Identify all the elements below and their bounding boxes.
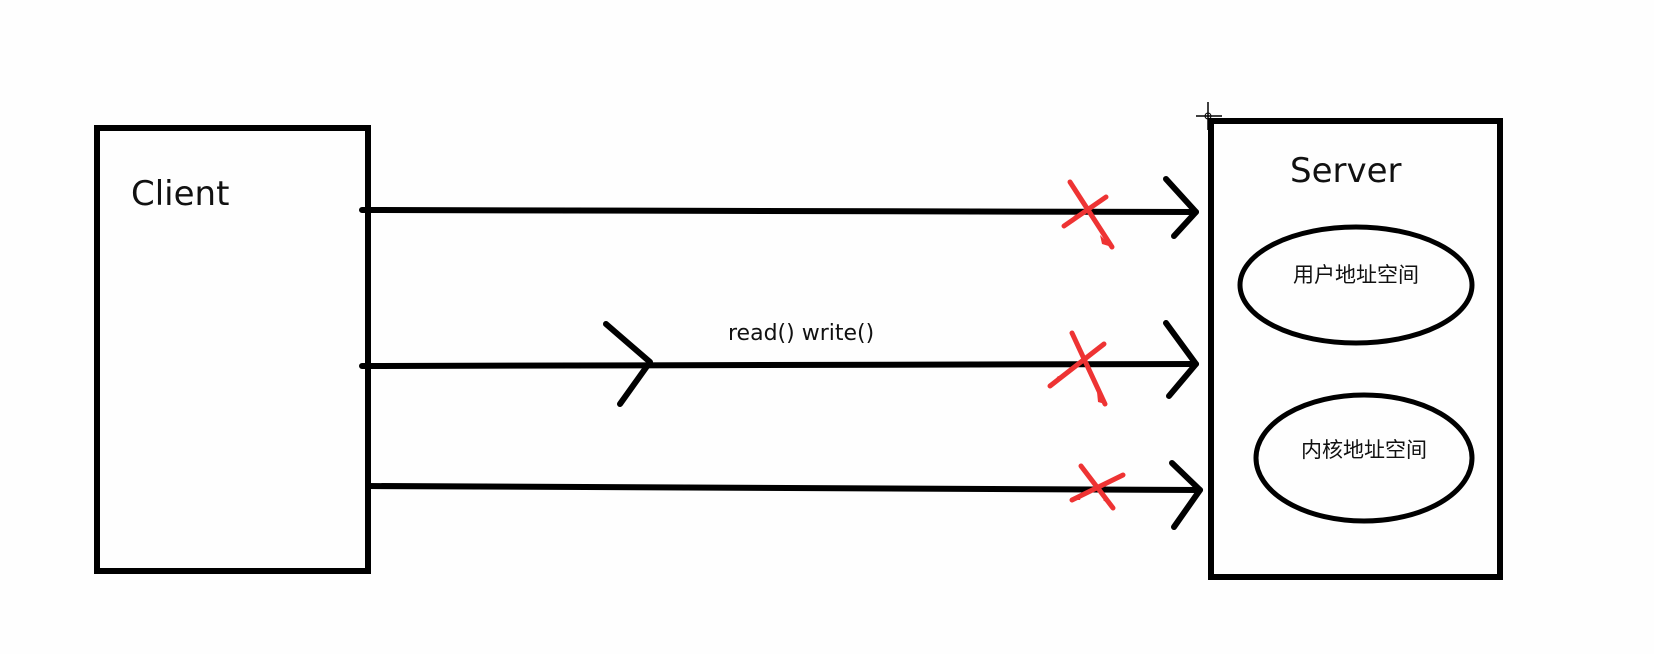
cross-mark-top-tip	[1064, 214, 1112, 247]
middle-direction-arrowhead	[603, 321, 653, 407]
red-x-icon	[1061, 179, 1115, 250]
kernel-space-label: 内核地址空间	[1301, 438, 1427, 462]
client-label: Client	[131, 174, 229, 214]
middle-connection-arrow: read() write()	[359, 320, 1199, 407]
client-node: Client	[94, 125, 371, 574]
bottom-arrowhead	[1169, 460, 1203, 530]
top-connection-line	[359, 207, 1199, 215]
middle-connection-line	[359, 361, 1199, 369]
cross-mark-bottom-tip	[1072, 494, 1113, 508]
top-connection-arrow	[359, 176, 1199, 239]
cross-mark-middle	[1047, 330, 1108, 407]
middle-arrowhead	[1163, 320, 1199, 399]
server-node: Server 用户地址空间 内核地址空间	[1208, 118, 1503, 580]
bottom-connection-line	[365, 483, 1203, 493]
server-label: Server	[1290, 151, 1402, 191]
cross-mark-middle-tip	[1050, 376, 1105, 404]
red-x-icon	[1069, 463, 1126, 511]
top-arrowhead	[1163, 176, 1199, 239]
user-space-label: 用户地址空间	[1293, 263, 1419, 287]
bottom-connection-arrow	[365, 460, 1203, 530]
client-box	[94, 125, 371, 574]
crosshair-cursor-icon	[1196, 102, 1222, 130]
user-space-ellipse	[1237, 224, 1475, 346]
red-x-icon	[1047, 330, 1108, 407]
server-box	[1208, 118, 1503, 580]
middle-arrow-label: read() write()	[728, 321, 874, 346]
kernel-space-ellipse	[1253, 392, 1475, 524]
